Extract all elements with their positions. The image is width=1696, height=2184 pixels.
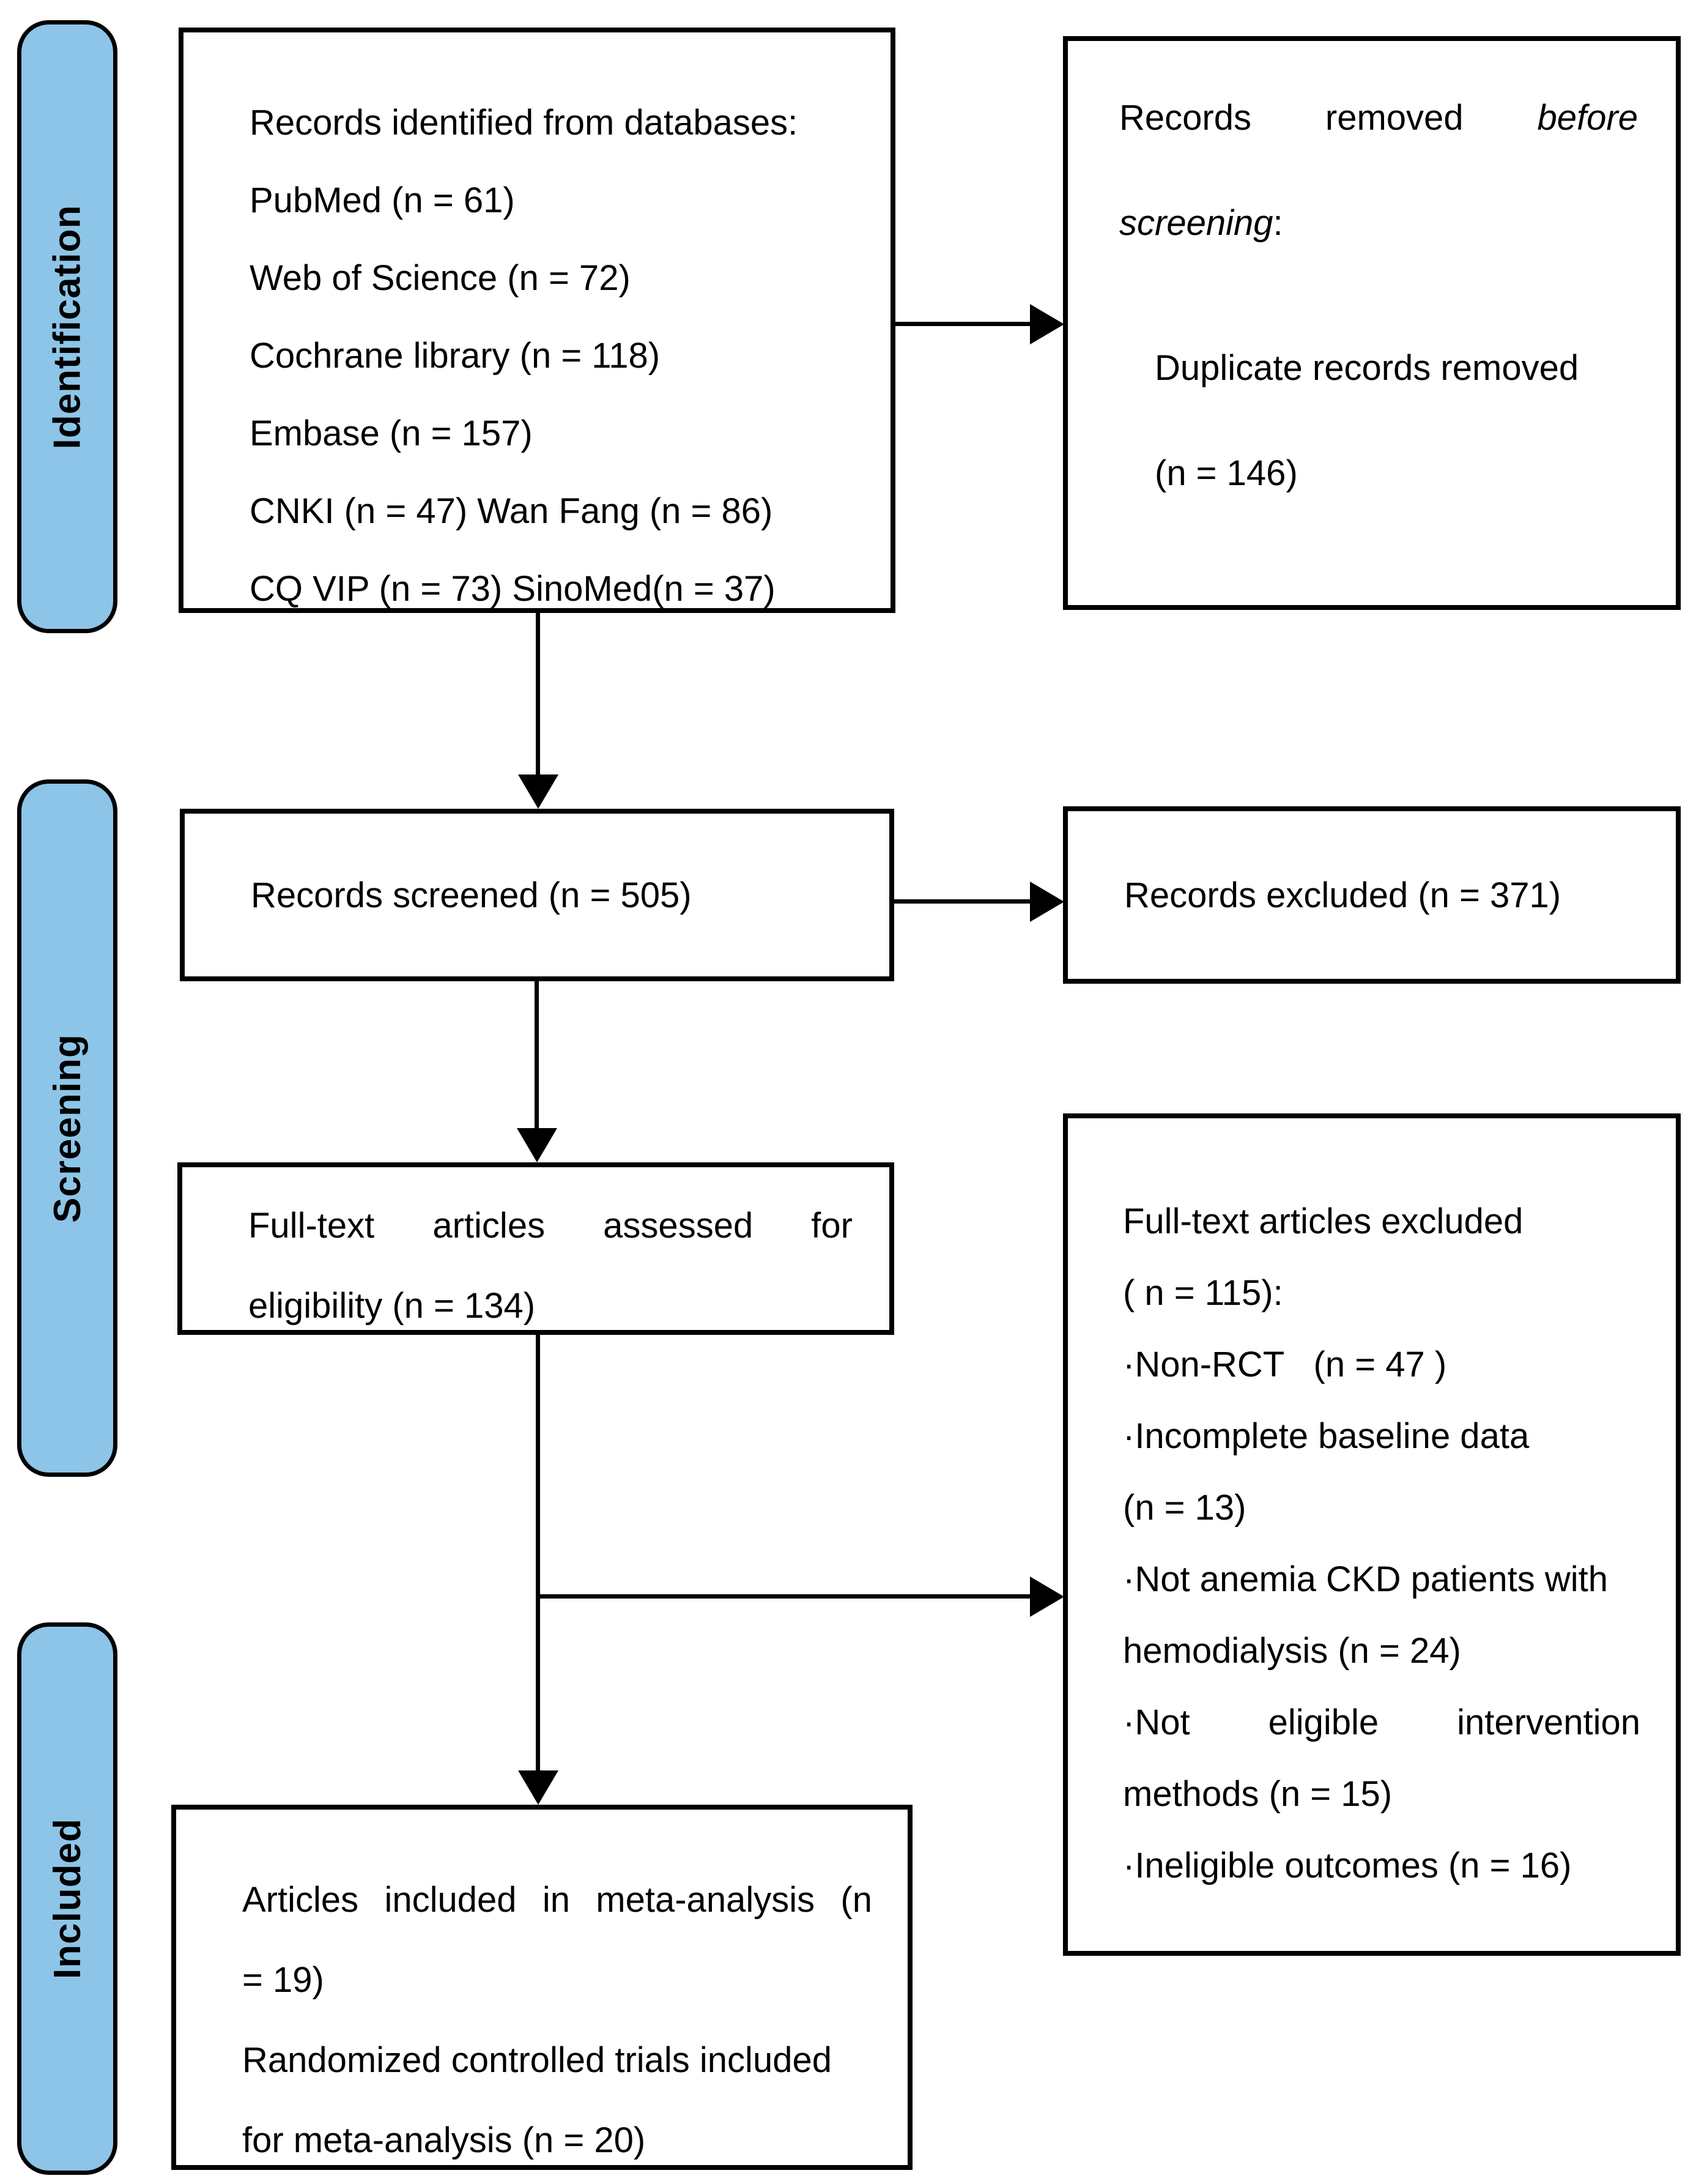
text-line: Records identified from databases: [250,103,798,143]
arrow-line [536,1335,540,1770]
arrow-right-head-icon [1030,882,1064,922]
stage-label-included: Included [17,1622,117,2175]
text-line: ·Not anemia CKD patients with [1123,1559,1608,1599]
stage-label-identification: Identification [17,20,117,633]
arrow-line [536,612,540,774]
box-included-meta-analysis: Articles included in meta-analysis (n = … [171,1805,913,2170]
text-line: PubMed (n = 61) [250,180,515,220]
text-line: CQ VIP (n = 73) SinoMed(n = 37) [250,569,776,609]
text-line: Records excluded (n = 371) [1124,875,1561,915]
arrow-right-head-icon [1030,304,1064,344]
stage-label-text: Included [46,1818,89,1979]
stage-label-text: Screening [46,1033,89,1223]
text-line: Full-text articles assessed for [248,1206,853,1246]
text-line: ·Non-RCT (n = 47 ) [1123,1345,1447,1384]
text-line: Embase (n = 157) [250,414,533,453]
text-line: methods (n = 15) [1123,1774,1393,1814]
text-line: Randomized controlled trials included [242,2040,832,2080]
text-line: Duplicate records removed [1155,348,1579,388]
text-line: ·Incomplete baseline data [1123,1416,1530,1456]
text-line: for meta-analysis (n = 20) [242,2120,646,2160]
box-fulltext-excluded: Full-text articles excluded ( n = 115): … [1063,1113,1681,1956]
text-line: CNKI (n = 47) Wan Fang (n = 86) [250,491,773,531]
text-line: (n = 146) [1155,453,1298,493]
italic-text: screening [1119,203,1273,243]
text-line: screening: [1119,203,1283,243]
box-records-screened: Records screened (n = 505) [180,809,894,981]
arrow-line [894,899,1030,904]
stage-label-screening: Screening [17,779,117,1477]
arrow-line [894,322,1032,326]
arrow-down-head-icon [518,1770,558,1805]
box-records-identified: Records identified from databases: PubMe… [179,28,895,613]
text-line: Articles included in meta-analysis (n [242,1880,872,1920]
text-line: Records removed before [1119,98,1638,138]
box-fulltext-assessed: Full-text articles assessed for eligibil… [177,1162,894,1335]
arrow-line [535,981,539,1128]
text-line: ·Not eligible intervention [1123,1703,1640,1742]
arrow-down-head-icon [518,774,558,809]
arrow-right-head-icon [1030,1577,1064,1617]
arrow-line [538,1594,1030,1599]
arrow-down-head-icon [517,1128,557,1162]
text-line: ·Ineligible outcomes (n = 16) [1123,1846,1572,1885]
text-line: Web of Science (n = 72) [250,258,631,298]
text-line: Full-text articles excluded [1123,1202,1524,1241]
text-line: ( n = 115): [1123,1273,1283,1313]
italic-text: before [1537,98,1638,138]
stage-label-text: Identification [46,204,89,449]
box-records-excluded: Records excluded (n = 371) [1063,806,1681,984]
text-line: = 19) [242,1960,324,2000]
text-line: (n = 13) [1123,1488,1246,1528]
text-line: Records screened (n = 505) [251,875,692,915]
text-line: Cochrane library (n = 118) [250,336,661,376]
text-line: eligibility (n = 134) [248,1286,536,1326]
box-records-removed-before-screening: Records removed before screening: Duplic… [1063,36,1681,610]
text-line: hemodialysis (n = 24) [1123,1631,1461,1671]
